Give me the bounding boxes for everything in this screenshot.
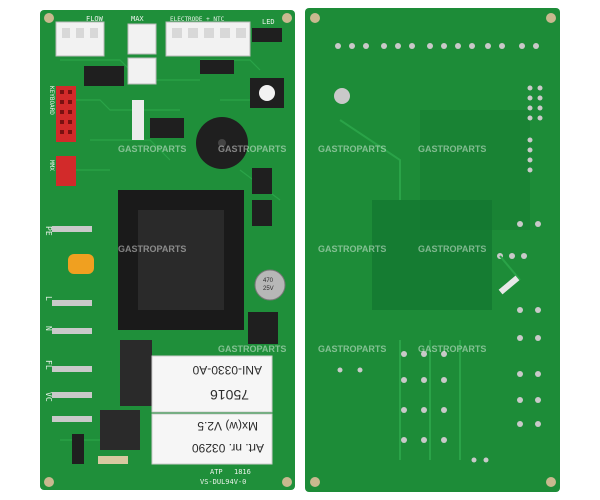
keyboard-connector bbox=[56, 86, 76, 142]
back-board bbox=[305, 8, 560, 492]
mounting-hole bbox=[310, 13, 320, 23]
capacitor-voltage: 25V bbox=[263, 286, 274, 292]
varistor bbox=[68, 254, 94, 274]
flow-connector bbox=[55, 21, 105, 57]
silk-electrodes: ELECTRODE + NTC bbox=[170, 16, 225, 23]
watermarks: GASTROPARTS GASTROPARTS GASTROPARTS GAST… bbox=[118, 144, 486, 354]
electrolytic-capacitor bbox=[254, 269, 286, 301]
watermark-text: GASTROPARTS bbox=[218, 144, 286, 154]
transformer-core bbox=[138, 210, 224, 310]
silk-mmx: MMX bbox=[48, 160, 55, 171]
capacitor-value: 470 bbox=[263, 278, 274, 284]
ground-plane bbox=[420, 110, 530, 230]
diode bbox=[72, 434, 84, 464]
relay-small bbox=[252, 200, 272, 226]
sticker-bottom-body bbox=[151, 413, 273, 465]
silk-led: LED bbox=[262, 18, 275, 26]
relay-small bbox=[252, 168, 272, 194]
silk-bottom-code: VS-DUL94V-0 bbox=[200, 478, 246, 486]
mounting-hole bbox=[310, 477, 320, 487]
silk-n: N bbox=[44, 326, 53, 331]
silk-max: MAX bbox=[131, 15, 144, 23]
sticker-bottom: Art. nr. 03290 Mx(w) V2.5 bbox=[151, 413, 273, 465]
sticker-top-line2: ANI-0330-A0 bbox=[192, 363, 262, 377]
mounting-hole bbox=[546, 13, 556, 23]
sticker-bottom-line2: Mx(w) V2.5 bbox=[197, 419, 258, 433]
resistor-array bbox=[132, 100, 144, 140]
led-header bbox=[252, 28, 282, 42]
watermark-text: GASTROPARTS bbox=[418, 244, 486, 254]
mounting-hole-large bbox=[334, 88, 350, 104]
silk-keyboard: KEYBOARD bbox=[48, 86, 55, 115]
max-connector bbox=[127, 23, 157, 55]
silk-fl: FL bbox=[44, 360, 53, 370]
watermark-text: GASTROPARTS bbox=[118, 144, 186, 154]
sticker-top-body bbox=[151, 355, 273, 413]
mounting-hole bbox=[546, 477, 556, 487]
ic-regulator bbox=[248, 312, 278, 344]
silk-vc: VC bbox=[44, 392, 53, 402]
sticker-bottom-line1: Art. nr. 03290 bbox=[192, 441, 264, 455]
silk-flow: FLOW bbox=[86, 15, 104, 23]
mounting-hole bbox=[282, 477, 292, 487]
keyboard-pins bbox=[60, 90, 72, 134]
max-connector-lower bbox=[127, 57, 157, 85]
silk-atp: ATP bbox=[210, 468, 223, 476]
jumper-wire bbox=[498, 275, 520, 295]
relay bbox=[120, 340, 152, 406]
mmx-connector bbox=[56, 156, 76, 186]
watermark-text: GASTROPARTS bbox=[318, 244, 386, 254]
sticker-top: 75016 ANI-0330-A0 bbox=[151, 355, 273, 413]
watermark-text: GASTROPARTS bbox=[218, 344, 286, 354]
electrode-connector bbox=[165, 21, 251, 57]
silk-l: L bbox=[44, 296, 53, 301]
power-tabs bbox=[52, 226, 92, 422]
buzzer-hole bbox=[218, 139, 226, 147]
connector-pins bbox=[62, 28, 246, 38]
watermark-text: GASTROPARTS bbox=[418, 344, 486, 354]
potentiometer-knob bbox=[259, 85, 275, 101]
mounting-hole bbox=[282, 13, 292, 23]
mounting-hole bbox=[44, 477, 54, 487]
ic-chip bbox=[150, 118, 184, 138]
solder-pads bbox=[335, 43, 543, 463]
watermark-text: GASTROPARTS bbox=[318, 144, 386, 154]
silk-date: 1816 bbox=[234, 468, 251, 476]
back-traces bbox=[339, 119, 521, 460]
watermark-text: GASTROPARTS bbox=[118, 244, 186, 254]
relay bbox=[100, 410, 140, 450]
sticker-top-line1: 75016 bbox=[210, 387, 249, 403]
ground-plane bbox=[372, 200, 492, 310]
silk-pe: PE bbox=[44, 226, 53, 236]
mounting-hole bbox=[44, 13, 54, 23]
ic-chip bbox=[84, 66, 124, 86]
front-board: FLOW MAX ELECTRODE + NTC LED KEYBOARD MM… bbox=[40, 10, 295, 490]
ic-chip bbox=[200, 60, 234, 74]
watermark-text: GASTROPARTS bbox=[418, 144, 486, 154]
fuse bbox=[98, 456, 128, 464]
watermark-text: GASTROPARTS bbox=[318, 344, 386, 354]
